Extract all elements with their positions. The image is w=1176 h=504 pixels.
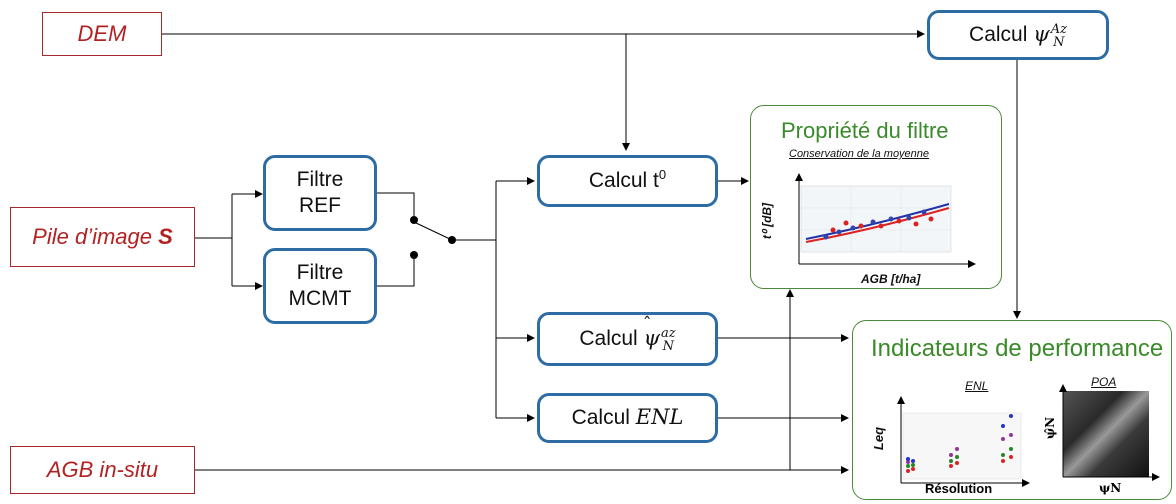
calcul-psi-hat-prefix: Calcul (579, 327, 644, 351)
switch-contact-top (410, 216, 418, 224)
filter-mcmt-line2: MCMT (288, 287, 352, 310)
filter-property-plot (795, 173, 976, 268)
psi-az-sub: N (1053, 34, 1065, 50)
filter-ref-box: Filtre REF (263, 155, 377, 231)
agb-input-box: AGB in-situ (10, 446, 195, 494)
t0-sup: 0 (658, 167, 667, 183)
enl-xlabel: Résolution (925, 481, 993, 496)
poa-axes (1059, 384, 1160, 481)
filter-property-ylabel: t⁰ [dB] (760, 202, 775, 240)
enl-plot (897, 396, 1030, 487)
filter-property-subtitle: Conservation de la moyenne (789, 148, 930, 160)
calcul-t0-prefix: Calcul t (588, 169, 659, 193)
filter-property-panel: Propriété du filtre Conservation de la m… (750, 105, 1002, 289)
calcul-enl-label: Calcul ENL (572, 404, 684, 431)
filter-property-title: Propriété du filtre (781, 118, 949, 143)
pile-image-input-box: Pile d’image S (10, 207, 195, 267)
calcul-psi-az-prefix: Calcul (969, 23, 1034, 47)
psi-hat-sup: az (661, 325, 676, 341)
calcul-t0-box: Calcul t0 (537, 155, 718, 207)
switch-pivot (448, 236, 456, 244)
psi-hat-sym: ψ (643, 326, 661, 351)
calcul-enl-box: Calcul ENL (537, 393, 718, 443)
poa-image (1063, 391, 1149, 477)
filter-ref-line2: REF (299, 194, 341, 217)
switch-contact-bottom (410, 251, 418, 259)
performance-title: Indicateurs de performance (871, 335, 1164, 362)
poa-ylabel: ψ̂N (1043, 416, 1058, 440)
pile-image-label: Pile d’image S (32, 224, 173, 250)
agb-label: AGB in-situ (46, 457, 159, 482)
psi-hat-sub: N (662, 338, 675, 354)
filter-mcmt-box: Filtre MCMT (263, 248, 377, 324)
enl-var: ENL (635, 405, 684, 430)
poa-xlabel: ψN (1099, 481, 1122, 495)
filter-mcmt-line1: Filtre (296, 260, 344, 284)
calcul-t0-label: Calcul t0 (589, 167, 666, 194)
poa-chart-label: POA (1091, 375, 1117, 389)
psi-az-sup: Az (1050, 21, 1067, 37)
psi-symbol: ψ (1033, 22, 1050, 47)
enl-ylabel: Leq (871, 426, 887, 451)
pile-image-var: S (158, 224, 173, 249)
dem-input-box: DEM (42, 12, 162, 56)
mcmt-trend-line (805, 207, 950, 243)
scatter-points (823, 209, 934, 240)
pile-image-prefix: Pile d’image (32, 224, 159, 249)
filter-ref-line1: Filtre (296, 167, 344, 191)
enl-points (906, 414, 1013, 473)
dem-label: DEM (77, 21, 127, 46)
filter-property-xlabel: AGB [t/ha] (861, 272, 921, 286)
enl-chart-label: ENL (965, 379, 989, 393)
hat-mark: ˆ (642, 314, 652, 336)
calcul-enl-prefix: Calcul (571, 406, 636, 430)
performance-panel: Indicateurs de performance ENL Leq Résol… (852, 320, 1172, 500)
